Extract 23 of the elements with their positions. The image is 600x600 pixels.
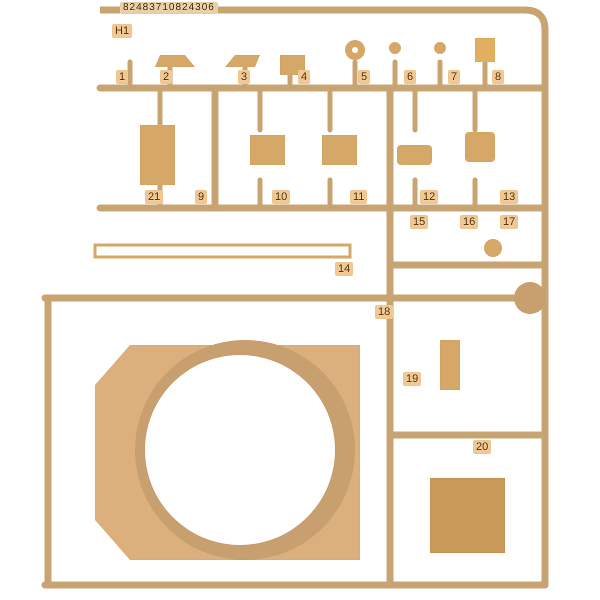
part-number-tag: 12 [420, 190, 438, 204]
part-number-tag: 1 [116, 70, 128, 84]
part-number-tag: 9 [195, 190, 208, 204]
part-number-tag: 2 [160, 70, 172, 84]
sprue-code: 82483710824306 [120, 2, 218, 14]
part-number-tag: 4 [298, 70, 310, 84]
part-number-tag: 14 [335, 262, 354, 276]
part-number-tag: 17 [500, 215, 518, 229]
part-number-tag: 18 [375, 305, 394, 319]
part-number-tag: 3 [238, 70, 250, 84]
part-number-tag: 7 [448, 70, 460, 84]
part-number-tag: 21 [145, 190, 164, 204]
part-number-tag: 15 [410, 215, 428, 229]
part-number-tag: 19 [403, 372, 422, 386]
part-number-tag: 8 [492, 70, 504, 84]
part-number-tag: 13 [500, 190, 518, 204]
part-number-tag: 20 [473, 440, 492, 454]
part-number-tag: 6 [404, 70, 416, 84]
part-number-tag: H1 [112, 24, 132, 38]
part-number-tag: 5 [358, 70, 370, 84]
part-number-tag: 16 [460, 215, 478, 229]
part-number-tag: 11 [350, 190, 368, 204]
part-number-tag: 10 [272, 190, 290, 204]
